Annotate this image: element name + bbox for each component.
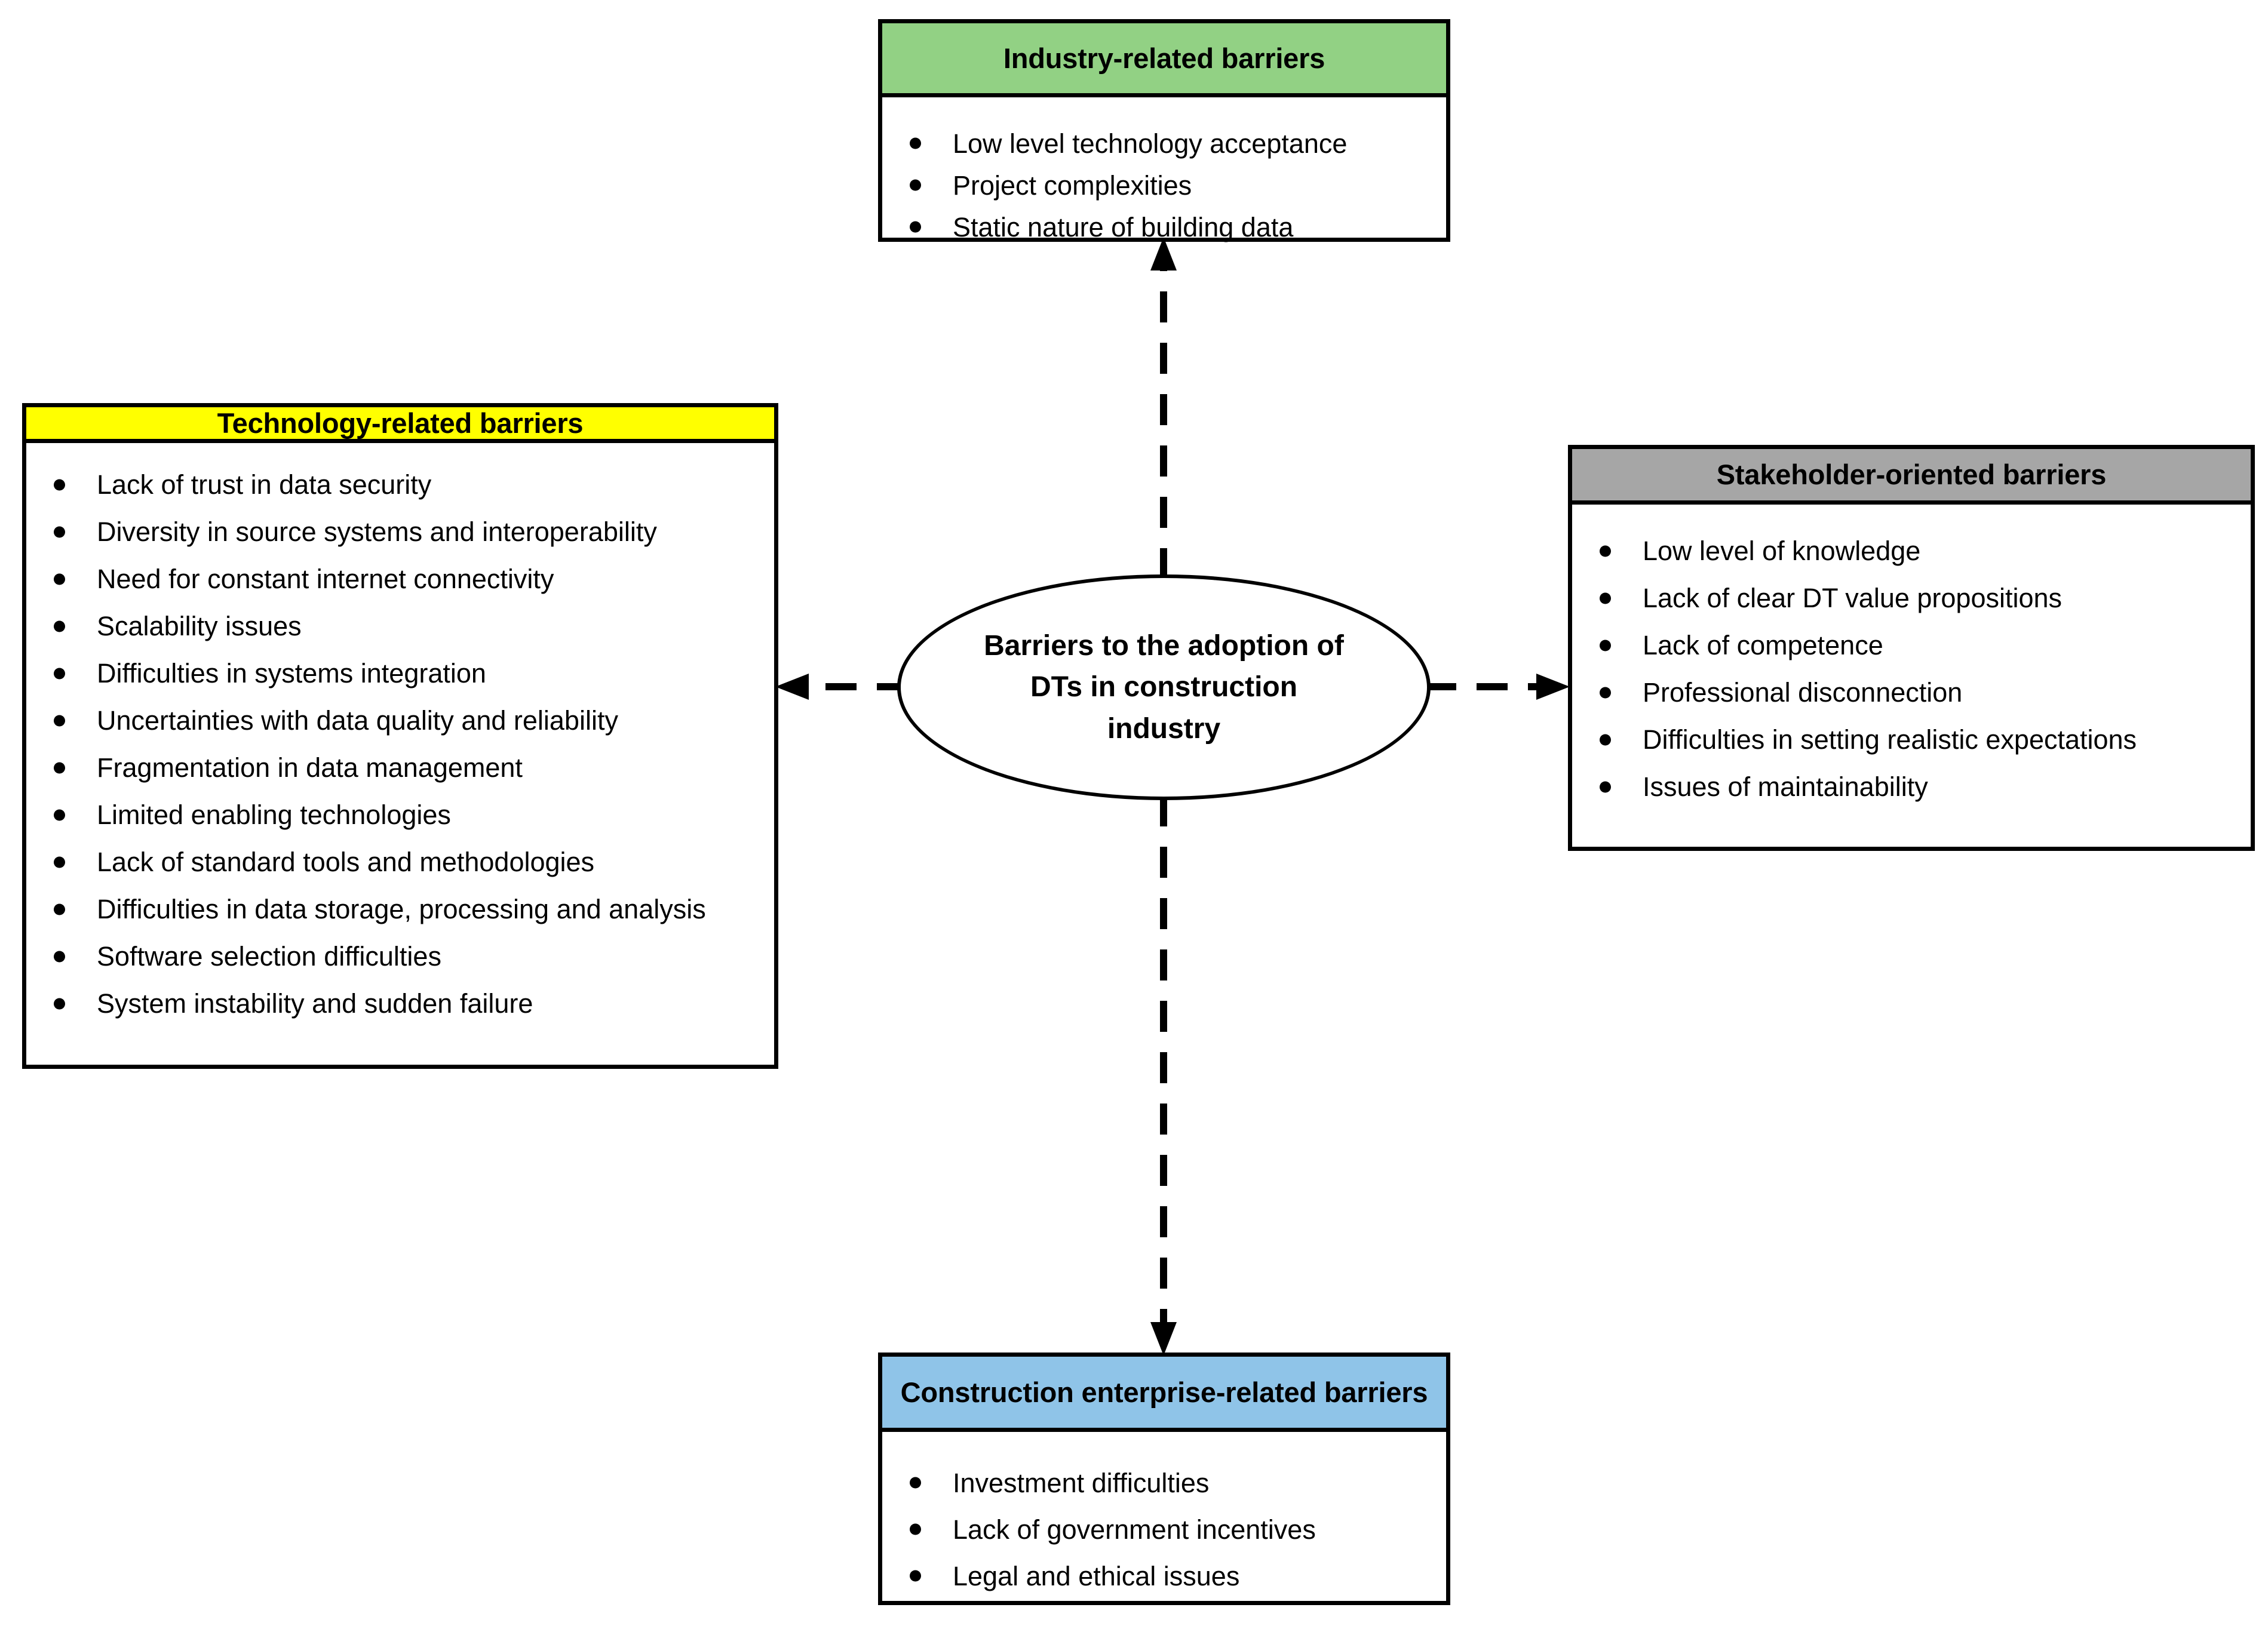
node-enterprise-header: Construction enterprise-related barriers xyxy=(882,1357,1446,1432)
list-item: Limited enabling technologies xyxy=(26,791,774,838)
node-industry-title: Industry-related barriers xyxy=(1003,42,1325,74)
connector-center-to-technology xyxy=(771,669,908,705)
node-stakeholder-oriented-barriers[interactable]: Stakeholder-oriented barriers Low level … xyxy=(1568,445,2255,851)
list-item: Diversity in source systems and interope… xyxy=(26,508,774,555)
bullet-icon xyxy=(54,903,65,915)
bullet-icon xyxy=(1600,640,1611,651)
center-node-label: Barriers to the adoption of DTs in const… xyxy=(984,629,1344,745)
list-item: Uncertainties with data quality and reli… xyxy=(26,697,774,744)
bullet-icon xyxy=(1600,734,1611,745)
list-item: Lack of competence xyxy=(1572,622,2251,669)
list-item: Lack of government incentives xyxy=(882,1506,1446,1553)
bullet-icon xyxy=(1600,781,1611,792)
node-stakeholder-header: Stakeholder-oriented barriers xyxy=(1572,449,2251,505)
list-item: Lack of standard tools and methodologies xyxy=(26,838,774,886)
node-technology-list: Lack of trust in data security Diversity… xyxy=(26,461,774,1027)
bullet-icon xyxy=(54,715,65,726)
list-item: Lack of trust in data security xyxy=(26,461,774,508)
node-industry-related-barriers[interactable]: Industry-related barriers Low level tech… xyxy=(878,19,1450,242)
node-stakeholder-list: Low level of knowledge Lack of clear DT … xyxy=(1572,527,2251,810)
node-enterprise-body: Investment difficulties Lack of governme… xyxy=(882,1432,1446,1599)
list-item: Difficulties in setting realistic expect… xyxy=(1572,716,2251,763)
bullet-icon xyxy=(1600,687,1611,698)
list-item: Need for constant internet connectivity xyxy=(26,555,774,603)
node-stakeholder-body: Low level of knowledge Lack of clear DT … xyxy=(1572,505,2251,810)
center-node-barriers[interactable]: Barriers to the adoption of DTs in const… xyxy=(897,574,1431,800)
bullet-icon xyxy=(910,1477,921,1489)
list-item: Difficulties in data storage, processing… xyxy=(26,886,774,933)
bullet-icon xyxy=(910,179,921,191)
node-stakeholder-title: Stakeholder-oriented barriers xyxy=(1716,459,2107,491)
bullet-icon xyxy=(54,951,65,962)
bullet-icon xyxy=(54,573,65,585)
node-enterprise-title: Construction enterprise-related barriers xyxy=(900,1376,1428,1408)
node-industry-list: Low level technology acceptance Project … xyxy=(882,122,1446,248)
bullet-icon xyxy=(54,620,65,632)
node-construction-enterprise-related-barriers[interactable]: Construction enterprise-related barriers… xyxy=(878,1353,1450,1605)
bullet-icon xyxy=(910,1570,921,1582)
bullet-icon xyxy=(54,998,65,1009)
connector-center-to-industry xyxy=(1146,236,1181,579)
node-technology-title: Technology-related barriers xyxy=(217,407,584,439)
list-item: Legal and ethical issues xyxy=(882,1553,1446,1599)
list-item: Issues of maintainability xyxy=(1572,763,2251,810)
bullet-icon xyxy=(910,137,921,149)
bullet-icon xyxy=(54,856,65,868)
bullet-icon xyxy=(54,526,65,537)
list-item: Low level of knowledge xyxy=(1572,527,2251,574)
bullet-icon xyxy=(54,762,65,773)
list-item: Investment difficulties xyxy=(882,1459,1446,1506)
list-item: Difficulties in systems integration xyxy=(26,650,774,697)
bullet-icon xyxy=(1600,545,1611,557)
list-item: System instability and sudden failure xyxy=(26,980,774,1027)
list-item: Project complexities xyxy=(882,164,1446,206)
node-technology-related-barriers[interactable]: Technology-related barriers Lack of trus… xyxy=(22,403,778,1069)
node-technology-header: Technology-related barriers xyxy=(26,407,774,443)
connector-center-to-enterprise xyxy=(1146,795,1181,1357)
bullet-icon xyxy=(910,221,921,233)
list-item: Low level technology acceptance xyxy=(882,122,1446,164)
list-item: Fragmentation in data management xyxy=(26,744,774,791)
bullet-icon xyxy=(1600,592,1611,604)
list-item: Static nature of building data xyxy=(882,206,1446,248)
bullet-icon xyxy=(54,809,65,820)
bullet-icon xyxy=(910,1523,921,1535)
node-industry-body: Low level technology acceptance Project … xyxy=(882,97,1446,248)
bullet-icon xyxy=(54,479,65,490)
node-industry-header: Industry-related barriers xyxy=(882,23,1446,97)
connector-center-to-stakeholder xyxy=(1425,669,1575,705)
node-enterprise-list: Investment difficulties Lack of governme… xyxy=(882,1459,1446,1599)
bullet-icon xyxy=(54,668,65,679)
list-item: Professional disconnection xyxy=(1572,669,2251,716)
node-technology-body: Lack of trust in data security Diversity… xyxy=(26,443,774,1027)
list-item: Lack of clear DT value propositions xyxy=(1572,574,2251,622)
list-item: Software selection difficulties xyxy=(26,933,774,980)
list-item: Scalability issues xyxy=(26,603,774,650)
